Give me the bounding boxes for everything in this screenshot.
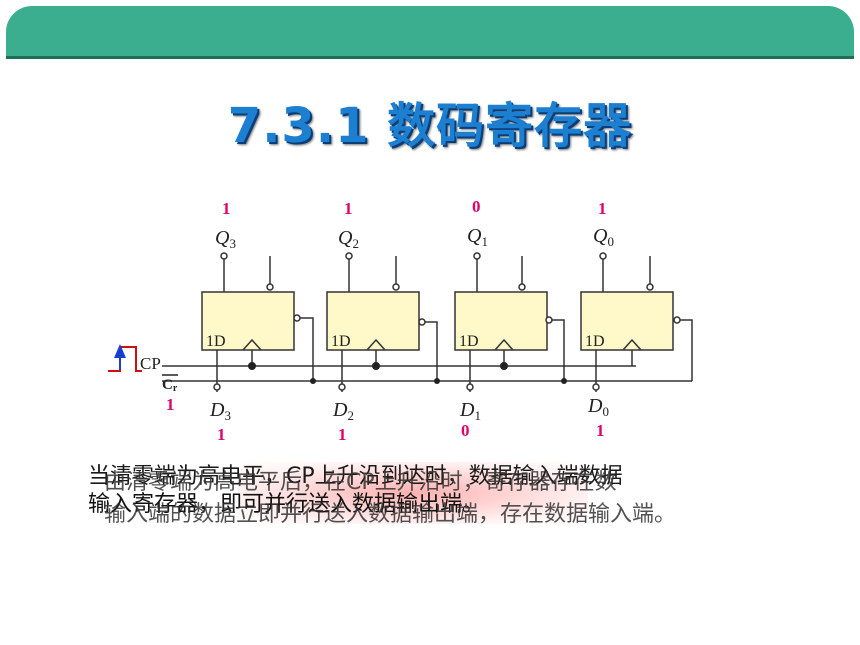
d0-label: D0 (587, 395, 609, 419)
cr-label: Cr (162, 377, 178, 394)
d2-label: D2 (332, 399, 354, 423)
q3-value: 1 (222, 199, 231, 218)
cr-value: 1 (166, 395, 175, 414)
highlight-glow (238, 462, 588, 524)
flipflop-ff3 (201, 291, 295, 351)
d0-value: 1 (596, 421, 605, 440)
d3-value: 1 (217, 425, 226, 444)
note-line-2a: 输入寄存器，即可并行送入数据输出端。 (88, 492, 485, 517)
q0-value: 1 (598, 199, 607, 218)
ff3-label: 1D (206, 333, 226, 350)
note-line-2b: 输入端的数据立即并行送入数据输出端，存在数据输入端。 (104, 502, 677, 527)
q2-label: Q2 (338, 227, 359, 251)
q2-value: 1 (344, 199, 353, 218)
flipflop-ff2 (326, 291, 420, 351)
ff1-label: 1D (459, 333, 479, 350)
note-line-1b: 由清零端为高电平后，在CP上升沿时，寄存器存在数 (104, 470, 617, 495)
note-line-1a: 当清零端为高电平，CP上升沿到达时，数据输入端数据 (88, 464, 623, 489)
d3-label: D3 (209, 399, 231, 423)
q3-label: Q3 (215, 227, 236, 251)
d2-value: 1 (338, 425, 347, 444)
header-bar (6, 6, 854, 56)
flipflop-ff1 (454, 291, 548, 351)
q1-value: 0 (472, 197, 481, 216)
d1-value: 0 (461, 421, 470, 440)
q0-label: Q0 (593, 225, 614, 249)
cp-pulse-icon (108, 346, 142, 372)
page-title: 7.3.1 数码寄存器 (227, 98, 633, 154)
rising-edge-arrow-icon (114, 344, 126, 358)
d1-label: D1 (459, 399, 481, 423)
q1-label: Q1 (467, 225, 488, 249)
flipflop-ff0 (580, 291, 674, 351)
ff2-label: 1D (331, 333, 351, 350)
cp-label: CP (140, 354, 161, 373)
header-divider (6, 56, 854, 59)
ff0-label: 1D (585, 333, 605, 350)
